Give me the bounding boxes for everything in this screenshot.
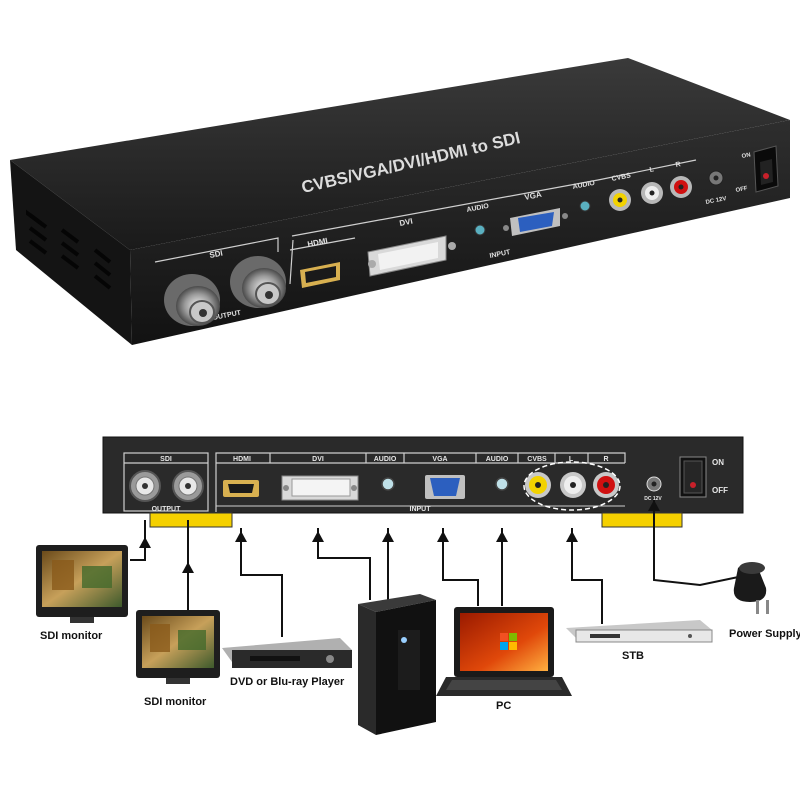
panel-audio-jack-2 xyxy=(496,478,508,490)
top-audio-jack-2 xyxy=(580,201,590,211)
pc-label: PC xyxy=(496,700,511,712)
panel-input-label: INPUT xyxy=(410,506,432,513)
top-rca-red xyxy=(670,176,692,198)
top-device: CVBS/VGA/DVI/HDMI to SDI SDI HDMI DVI AU… xyxy=(10,58,790,345)
panel-dvi-label: DVI xyxy=(312,456,324,463)
power-supply-image xyxy=(734,562,769,614)
power-highlight xyxy=(602,513,682,527)
top-power-switch xyxy=(754,146,778,192)
dvd-player-label: DVD or Blu-ray Player xyxy=(230,676,344,688)
panel-audio-label-2: AUDIO xyxy=(486,456,509,463)
panel-cvbs-label: CVBS xyxy=(527,456,547,463)
panel-output-label: OUTPUT xyxy=(152,506,182,513)
panel-r-label: R xyxy=(603,456,608,463)
panel-vga-label: VGA xyxy=(432,456,447,463)
panel-bnc-connector-2 xyxy=(173,471,203,501)
sdi-monitor-1-label: SDI monitor xyxy=(40,630,102,642)
top-bnc-connector-2 xyxy=(230,256,286,308)
panel-audio-jack-1 xyxy=(382,478,394,490)
panel-dvi-port xyxy=(282,476,358,500)
laptop-image xyxy=(436,607,572,696)
sdi-monitor-2-label: SDI monitor xyxy=(144,696,206,708)
panel-audio-label-1: AUDIO xyxy=(374,456,397,463)
panel-hdmi-port xyxy=(223,480,259,497)
top-bnc-connector-1 xyxy=(164,274,220,326)
panel-rca-yellow xyxy=(525,472,551,498)
sdi-monitor-1-image xyxy=(36,545,128,623)
pc-tower-image xyxy=(358,594,436,735)
top-rca-white xyxy=(641,182,663,204)
panel-off-label: OFF xyxy=(712,486,728,495)
power-supply-label: Power Supply xyxy=(729,628,800,640)
stb-image xyxy=(566,620,712,642)
panel-power-switch xyxy=(680,457,706,497)
dvd-player-image xyxy=(222,638,352,668)
output-highlight xyxy=(150,513,232,527)
panel-vga-port xyxy=(425,475,465,499)
top-audio-jack-1 xyxy=(475,225,485,235)
panel-rca-white xyxy=(560,472,586,498)
rear-panel: SDI HDMI DVI AUDIO VGA AUDIO CVBS L R IN… xyxy=(103,437,743,513)
panel-on-label: ON xyxy=(712,458,724,467)
stb-label: STB xyxy=(622,650,644,662)
top-rca-yellow xyxy=(609,189,631,211)
panel-hdmi-label: HDMI xyxy=(233,456,251,463)
sdi-monitor-2-image xyxy=(136,610,220,684)
panel-sdi-label: SDI xyxy=(160,456,172,463)
panel-bnc-connector-1 xyxy=(130,471,160,501)
